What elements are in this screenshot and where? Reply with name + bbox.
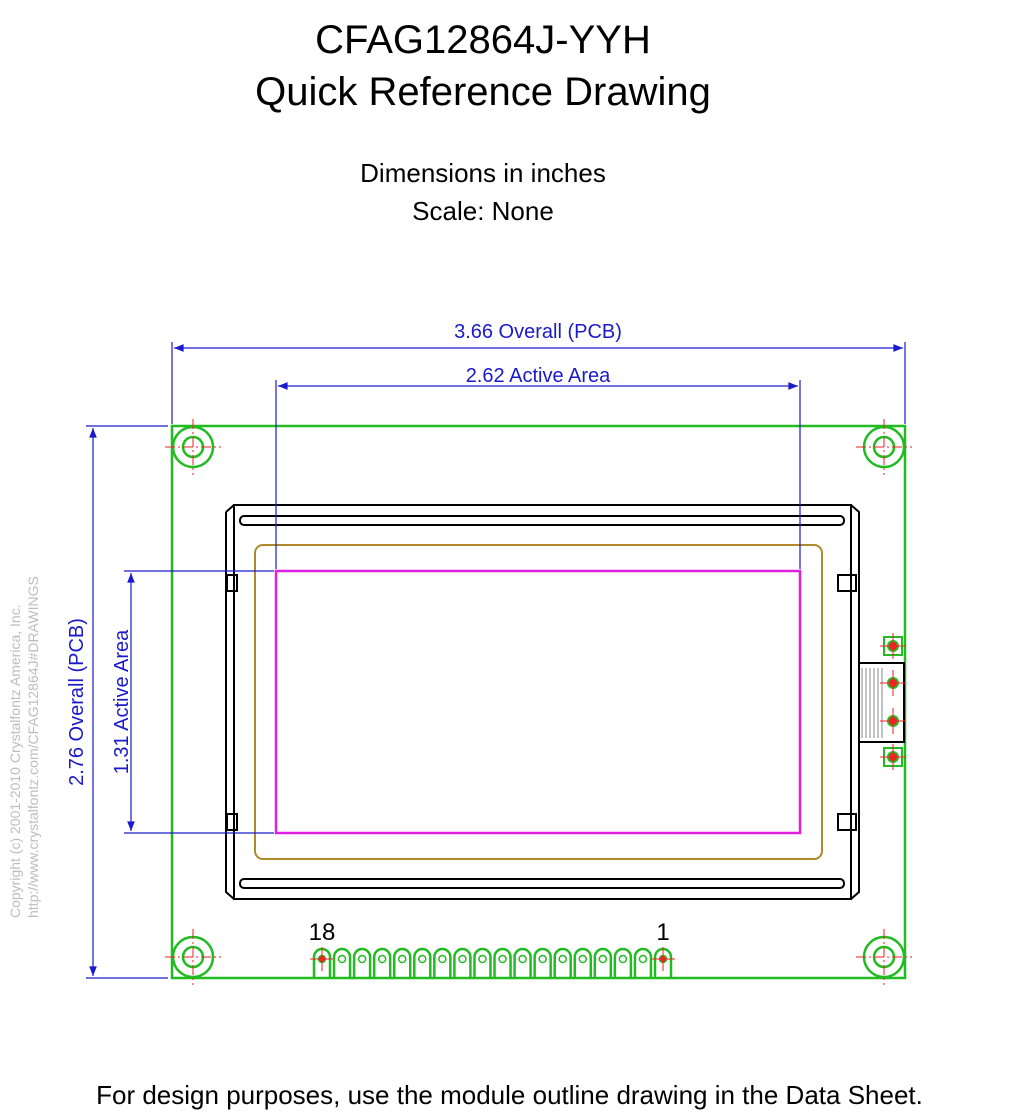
active-area-outline: [274, 569, 802, 835]
copyright-notice: Copyright (c) 2001-2010 Crystalfontz Ame…: [7, 576, 41, 918]
pin-pad: [433, 947, 452, 977]
pin-hole: [478, 954, 487, 964]
backlight-tab: [858, 662, 905, 743]
backlight-pads: [880, 633, 906, 770]
pin-pad: [553, 947, 572, 977]
dimension-active-width: [275, 380, 801, 569]
pin-pad: [513, 947, 532, 977]
pin-hole: [618, 954, 628, 964]
dimension-overall-height: [86, 425, 168, 979]
pin-hole: [538, 954, 547, 964]
pin-hole: [458, 954, 467, 964]
svg-text:Copyright (c) 2001-2010 Crysta: Copyright (c) 2001-2010 Crystalfontz Ame…: [7, 604, 23, 918]
active-height-label: 1.31 Active Area: [111, 629, 133, 774]
pin-hole: [558, 954, 567, 964]
pin-pad: [573, 947, 593, 977]
pin-pad: [352, 947, 372, 977]
pin-centerline: [651, 947, 675, 971]
active-width-label: 2.62 Active Area: [466, 365, 611, 387]
pcb-outline: [170, 424, 907, 980]
pin-pad: [392, 947, 412, 977]
pin-1-label: 1: [656, 919, 669, 946]
units-note: Dimensions in inches: [360, 158, 606, 188]
pin-pad: [332, 947, 352, 977]
footer-note: For design purposes, use the module outl…: [96, 1080, 923, 1110]
pin-hole: [578, 954, 588, 964]
pin-hole: [598, 954, 608, 964]
pin-pad: [372, 947, 392, 977]
pin-pad: [473, 947, 492, 977]
dimension-overall-width: [171, 342, 906, 424]
pin-pad: [493, 947, 512, 977]
pin-hole: [357, 954, 367, 964]
pin-pad: [613, 947, 633, 977]
pin-hole: [337, 954, 347, 964]
mounting-hole-top-left: [165, 419, 221, 475]
pin-pad: [633, 947, 653, 977]
pin-hole: [377, 954, 387, 964]
overall-height-label: 2.76 Overall (PCB): [66, 618, 88, 786]
lcd-bezel: [225, 504, 860, 900]
pin-hole: [397, 954, 407, 964]
pin-18-label: 18: [309, 919, 336, 946]
mounting-hole-bottom-right: [856, 929, 912, 985]
pin-centerline: [310, 947, 334, 971]
drawing-title: CFAG12864J-YYH: [315, 18, 651, 62]
pin-pad: [533, 947, 552, 977]
mounting-hole-bottom-left: [165, 929, 221, 985]
pin-hole: [638, 954, 648, 964]
pin-hole: [418, 954, 427, 964]
pin-pad: [453, 947, 472, 977]
viewing-area-outline: [254, 544, 823, 860]
mounting-hole-top-right: [856, 419, 912, 475]
pin-pad: [593, 947, 613, 977]
svg-text:http://www.crystalfontz.com/CF: http://www.crystalfontz.com/CFAG12864J#D…: [25, 576, 41, 918]
drawing-subtitle: Quick Reference Drawing: [255, 70, 711, 114]
scale-note: Scale: None: [412, 196, 554, 226]
dimension-active-height: [124, 570, 274, 834]
pin-header: [310, 947, 675, 977]
pin-hole: [498, 954, 507, 964]
pin-pad: [413, 947, 432, 977]
pin-hole: [438, 954, 447, 964]
pin-hole: [518, 954, 527, 964]
overall-width-label: 3.66 Overall (PCB): [454, 321, 622, 343]
